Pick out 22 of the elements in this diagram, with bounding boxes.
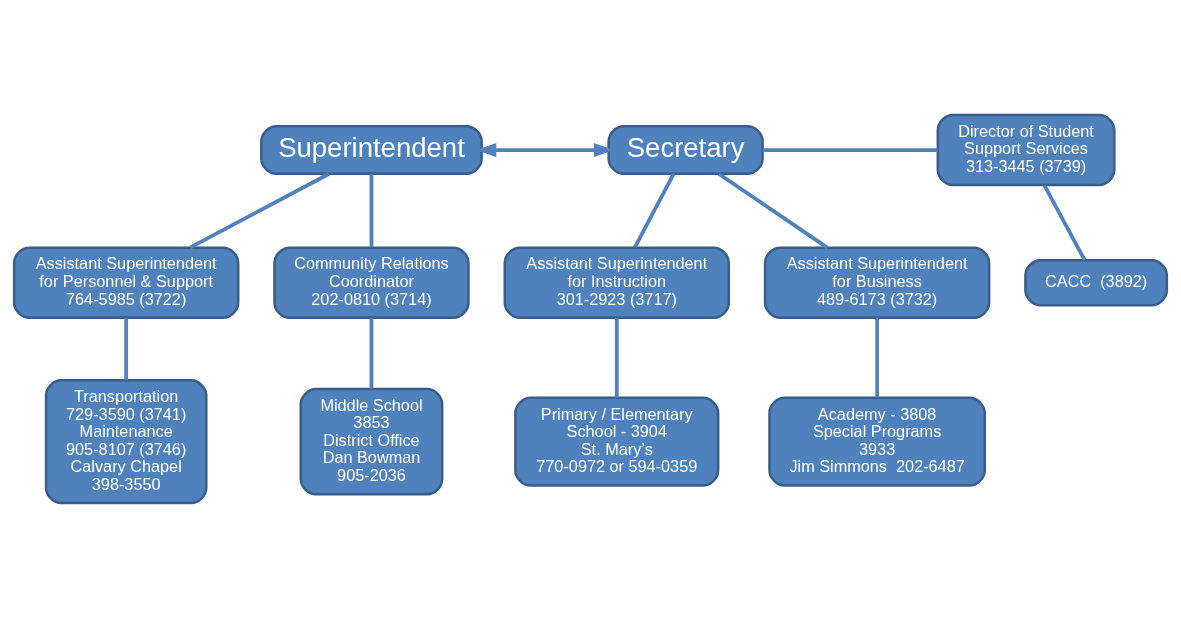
node-box: Secretary bbox=[607, 124, 764, 175]
connector bbox=[189, 171, 330, 249]
node-box: Director of Student Support Services 313-3445 (3739) bbox=[936, 113, 1116, 186]
node-box: Middle School 3853 District Office Dan Bowman 905-2036 bbox=[299, 387, 444, 495]
node-box: Academy - 3808 Special Programs 3933 Jim Simmons 202-6487 bbox=[768, 396, 986, 487]
node-box: Assistant Superintendent for Personnel & Support 764-5985 (3722) bbox=[12, 245, 240, 319]
node-box: Assistant Superintendent for Business 489-6173 (3732) bbox=[763, 245, 991, 319]
node-box: Superintendent bbox=[260, 124, 483, 175]
connector bbox=[369, 317, 374, 389]
connector bbox=[124, 317, 129, 380]
node-box: Primary / Elementary School - 3904 St. Mary’s 770-0972 or 594-0359 bbox=[514, 396, 720, 487]
connector bbox=[717, 171, 829, 249]
connector bbox=[614, 317, 619, 398]
node-box: Community Relations Coordinator 202-0810 (3714) bbox=[273, 245, 470, 319]
connector bbox=[762, 147, 938, 152]
node-box: CACC (3892) bbox=[1024, 258, 1169, 306]
node-box: Transportation 729-3590 (3741) Maintenance 905-8107 (3746) Calvary Chapel 398-3550 bbox=[44, 378, 208, 504]
connector bbox=[875, 317, 879, 398]
connector bbox=[633, 172, 676, 248]
connector bbox=[369, 173, 374, 247]
node-box: Assistant Superintendent for Instruction 301-2923 (3717) bbox=[503, 245, 731, 319]
connector bbox=[1042, 183, 1087, 261]
